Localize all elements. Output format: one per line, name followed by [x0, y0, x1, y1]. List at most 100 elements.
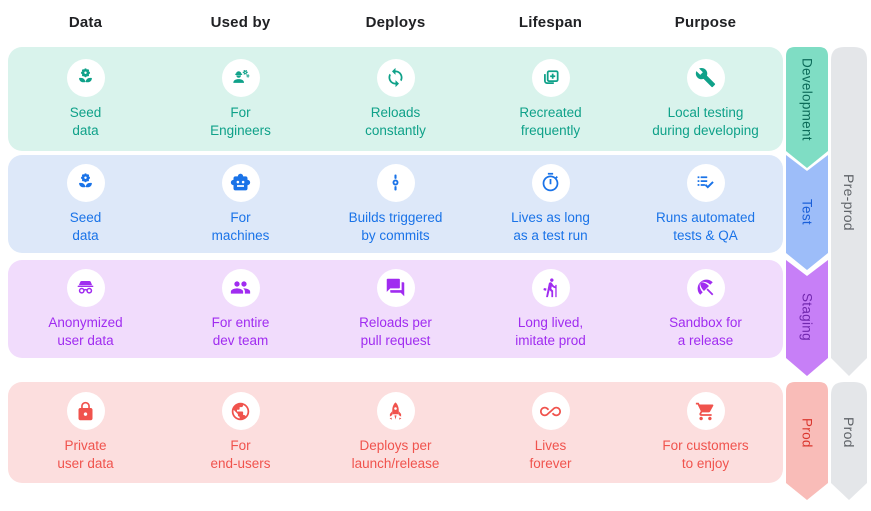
- icon-circle: [221, 163, 260, 202]
- cell-label-line: Reloads per: [359, 314, 432, 330]
- cell-label-line: Runs automated: [655, 209, 756, 225]
- cell-label: Seed data: [70, 104, 102, 140]
- ribbon-prodgroup-shape: [831, 382, 867, 500]
- cell-label-line: frequently: [520, 122, 581, 138]
- robot-icon: [230, 173, 251, 191]
- ribbon-prodgroup-label: Prod: [841, 417, 857, 448]
- cell-label-line: Seed: [69, 104, 102, 120]
- cell-label-line: a release: [677, 332, 734, 348]
- cell-label-line: user data: [57, 456, 114, 471]
- cell-label-line: Engineers: [210, 122, 271, 138]
- icon-circle: [66, 268, 105, 307]
- ribbon-test-label: Test: [799, 199, 815, 225]
- cell-label-line: dev team: [212, 332, 269, 348]
- column-header: Used by: [210, 14, 271, 31]
- cell-label-line: Recreated: [519, 104, 582, 120]
- checklist-icon: [697, 176, 714, 189]
- icon-circle: [221, 268, 260, 307]
- table-cell: Seed data: [8, 58, 163, 140]
- cell-label-line: Local testing: [667, 104, 744, 120]
- cell-label-line: data: [72, 122, 99, 138]
- ribbon-prod-label: Prod: [799, 417, 815, 448]
- cell-label-line: forever: [529, 456, 572, 471]
- incognito-icon: [77, 281, 94, 294]
- cell-label-line: during developing: [652, 122, 759, 138]
- icon-circle: [686, 58, 725, 97]
- column-header: Lifespan: [518, 14, 583, 31]
- cell-label: Seed data: [70, 209, 102, 245]
- cell-label: Deploys per launch/release: [352, 437, 440, 473]
- column-header: Deploys: [365, 14, 426, 31]
- icon-circle: [686, 268, 725, 307]
- ribbon-test-shape: [786, 155, 828, 270]
- icon-circle: [66, 163, 105, 202]
- table-cell: For entire dev team: [163, 268, 318, 350]
- cell-label-line: machines: [211, 227, 270, 243]
- table-cell: Recreated frequently: [473, 58, 628, 140]
- cell-label-line: to enjoy: [681, 456, 730, 471]
- cell-label-line: launch/release: [351, 456, 440, 471]
- cell-label-line: For entire: [211, 314, 270, 330]
- cell-label: Local testing during developing: [652, 104, 759, 140]
- column-header: Data: [68, 14, 103, 31]
- cell-label: For machines: [212, 209, 270, 245]
- cell-label-line: Deploys per: [359, 438, 432, 454]
- cell-label-line: For: [230, 209, 251, 225]
- cell-label-line: Seed: [69, 209, 102, 225]
- infinity-icon: [540, 406, 561, 416]
- icon-circle: [531, 163, 570, 202]
- table-cell: Builds triggered by commits: [318, 163, 473, 245]
- cell-label-line: data: [72, 227, 99, 243]
- cell-label: Runs automated tests & QA: [656, 209, 755, 245]
- commit-icon: [392, 174, 399, 191]
- icon-circle: [376, 58, 415, 97]
- cell-label: Reloads constantly: [365, 104, 426, 140]
- table-cell: For customers to enjoy: [628, 392, 783, 473]
- engineers-icon: [233, 70, 250, 84]
- cell-label: For customers to enjoy: [662, 437, 748, 473]
- ribbon-preprod-shape: [831, 47, 867, 376]
- table-cell: Seed data: [8, 163, 163, 245]
- cell-label: Recreated frequently: [519, 104, 581, 140]
- cell-label-line: constantly: [365, 122, 426, 138]
- icon-circle: [531, 58, 570, 97]
- table-cell: Deploys per launch/release: [318, 392, 473, 473]
- group-icon: [230, 281, 251, 294]
- cell-label-line: For customers: [662, 438, 749, 454]
- wrench-icon: [695, 68, 716, 88]
- lock-icon: [78, 401, 93, 420]
- reload-sync-icon: [388, 68, 403, 88]
- icon-circle: [66, 392, 105, 431]
- icon-circle: [221, 58, 260, 97]
- cell-label-line: Reloads: [370, 104, 421, 120]
- table-cell: Lives forever: [473, 392, 628, 473]
- cell-label-line: Builds triggered: [348, 209, 443, 225]
- seed-icon: [79, 68, 92, 83]
- timer-icon: [542, 173, 559, 192]
- ribbon-development-label: Development: [799, 57, 815, 141]
- icon-circle: [221, 392, 260, 431]
- cell-label-line: For: [230, 104, 251, 120]
- ribbon-development-shape: [786, 47, 828, 168]
- cell-label-line: as a test run: [513, 227, 588, 243]
- column-header: Purpose: [674, 14, 737, 31]
- cell-label-line: tests & QA: [673, 227, 738, 243]
- icon-circle: [66, 58, 105, 97]
- row-test: Seed data For machines Builds triggered by co…: [8, 155, 783, 253]
- cell-label-line: by commits: [361, 227, 430, 243]
- cell-label-line: Anonymized: [48, 314, 123, 330]
- icon-circle: [376, 268, 415, 307]
- cell-label-line: Lives: [534, 438, 567, 454]
- ribbon-staging-label: Staging: [799, 293, 815, 341]
- cell-label-line: For: [230, 438, 251, 454]
- ribbon-prod-shape: [786, 382, 828, 500]
- cell-label: Lives forever: [529, 437, 571, 473]
